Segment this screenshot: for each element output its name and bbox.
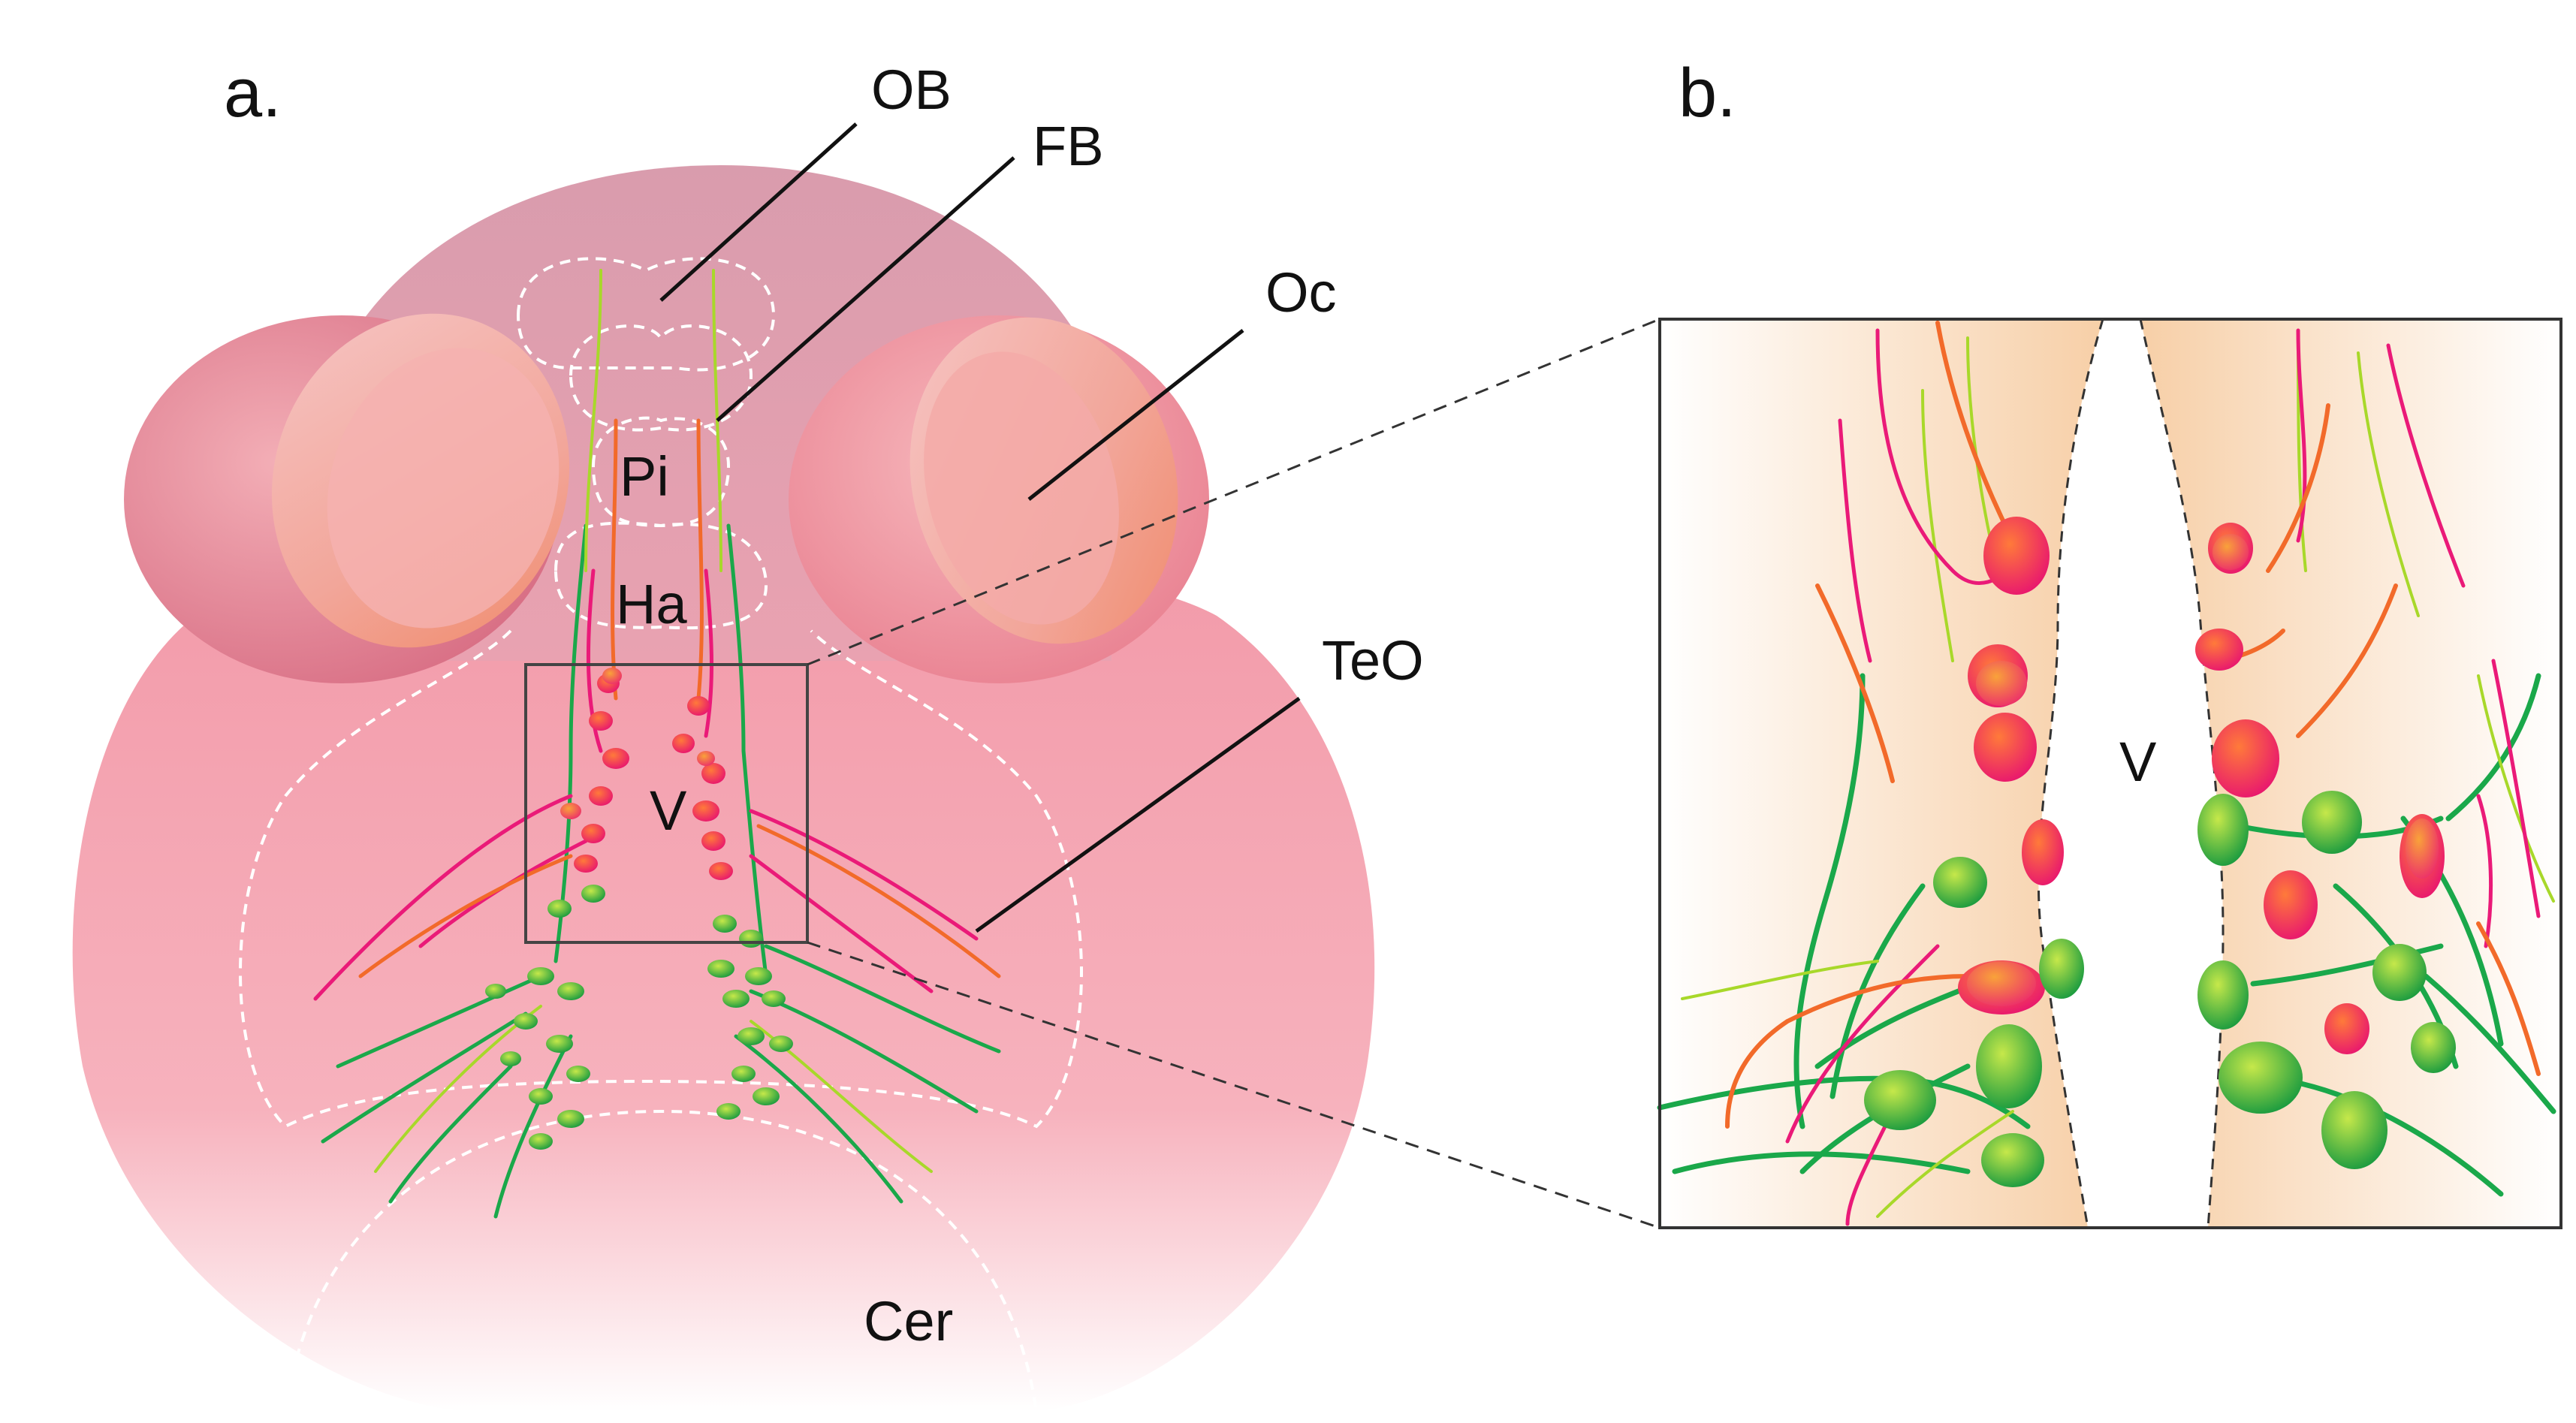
inset-somata xyxy=(1864,517,2456,1187)
teo-leader xyxy=(975,696,1301,933)
fb-outline xyxy=(569,324,753,432)
ob-label: OB xyxy=(871,59,952,121)
panel-a: a. OB FB Oc Pi Ha V TeO Cer xyxy=(72,55,1424,1412)
leader-lines xyxy=(659,122,1301,933)
oc-label: Oc xyxy=(1265,261,1337,324)
panel-a-label: a. xyxy=(224,55,282,131)
v-label-a: V xyxy=(650,779,687,842)
inset-border xyxy=(1658,318,2562,1229)
zoom-box xyxy=(524,663,809,944)
v-label-b: V xyxy=(2119,731,2157,793)
ob-leader xyxy=(659,122,858,302)
ha-outline xyxy=(554,521,768,630)
head-body xyxy=(72,548,1375,1412)
fb-leader xyxy=(716,156,1015,422)
fb-label: FB xyxy=(1033,115,1104,177)
pi-label: Pi xyxy=(620,445,669,508)
eye-left xyxy=(124,313,570,683)
inset-frame xyxy=(1657,318,2562,1229)
panel-b-label: b. xyxy=(1679,55,1736,131)
cer-label: Cer xyxy=(864,1290,953,1352)
zoom-connectors xyxy=(807,318,1661,1229)
cer-outline xyxy=(284,1109,1038,1412)
panel-b: b. xyxy=(1657,55,2562,1229)
ha-label: Ha xyxy=(616,573,687,635)
oc-leader xyxy=(1027,329,1244,501)
ventricle-edge-left xyxy=(2037,318,2104,1229)
ob-outline xyxy=(516,257,776,372)
pi-outline xyxy=(591,416,731,528)
region-outlines xyxy=(239,257,1083,1412)
neurons-panel-a xyxy=(313,269,1001,1219)
teo-outline xyxy=(239,629,1083,1129)
teo-label: TeO xyxy=(1322,629,1424,692)
eye-right xyxy=(789,315,1209,683)
